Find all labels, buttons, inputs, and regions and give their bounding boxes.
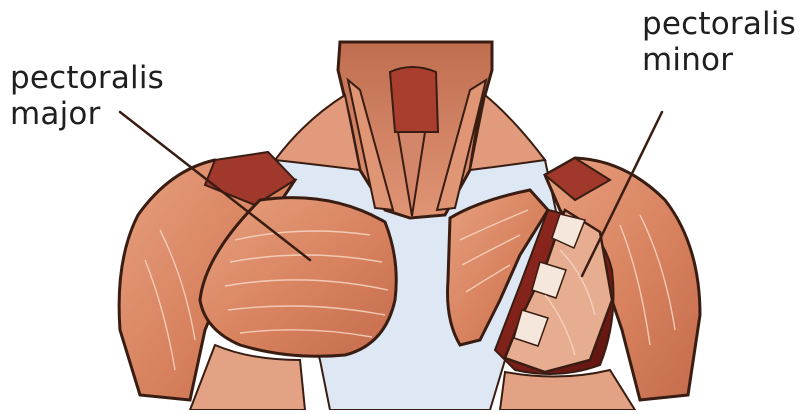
pectoralis-minor-label: pectoralis minor bbox=[642, 6, 796, 78]
pectoralis-minor-label-line2: minor bbox=[642, 42, 796, 78]
pectoralis-major-label-line1: pectoralis bbox=[10, 60, 164, 96]
abdominal-right bbox=[500, 370, 635, 410]
pectoralis-major-label: pectoralis major bbox=[10, 60, 164, 132]
pectoralis-major-label-line2: major bbox=[10, 96, 164, 132]
trapezius-left bbox=[275, 95, 360, 170]
neck-center-dark bbox=[390, 67, 438, 132]
pectoralis-minor-label-line1: pectoralis bbox=[642, 6, 796, 42]
